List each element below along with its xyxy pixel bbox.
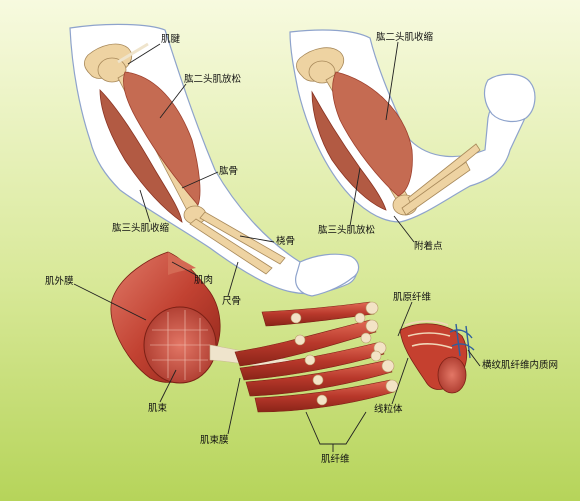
leader-fiber <box>305 411 367 452</box>
leader-perimysium <box>227 377 241 435</box>
label-humerus: 肱骨 <box>219 166 239 177</box>
muscle-tip <box>168 252 196 275</box>
label-mitochondria: 线粒体 <box>374 404 403 415</box>
leader-insertion <box>393 215 415 243</box>
label-insertion: 附着点 <box>414 241 443 252</box>
leader-myofibril <box>397 301 413 337</box>
leader-biceps-relaxed <box>159 83 187 119</box>
label-triceps-contracted: 肱三头肌收缩 <box>112 223 170 234</box>
label-fiber: 肌纤维 <box>321 454 350 465</box>
leader-muscle <box>171 261 197 276</box>
right-arm-illustration <box>289 29 536 223</box>
label-tendon: 肌腱 <box>161 34 181 45</box>
left-arm-illustration <box>69 23 360 297</box>
label-myofibril: 肌原纤维 <box>393 292 432 303</box>
left-tendon <box>117 42 149 64</box>
label-epimysium: 肌外膜 <box>45 276 74 287</box>
right-ulna <box>401 161 471 216</box>
left-radius <box>199 211 286 265</box>
right-shoulder-joint <box>308 60 336 84</box>
label-biceps-contracted: 肱二头肌收缩 <box>376 32 434 43</box>
leader-triceps-contracted <box>139 189 151 223</box>
label-biceps-relaxed: 肱二头肌放松 <box>184 74 242 85</box>
myofibril-strands <box>404 320 453 349</box>
leader-reticulum <box>467 349 481 367</box>
label-triceps-relaxed: 肱三头肌放松 <box>318 225 376 236</box>
label-perimysium: 肌束膜 <box>200 435 229 446</box>
fiber-cut-ends <box>290 301 399 406</box>
leader-humerus <box>181 171 219 189</box>
label-radius: 桡骨 <box>276 236 296 247</box>
left-ulna <box>189 218 273 275</box>
leader-mitochondria <box>391 357 409 405</box>
right-triceps <box>311 90 387 211</box>
left-shoulder-joint <box>97 57 127 83</box>
leader-triceps-relaxed <box>349 167 361 227</box>
fascicle-cross-section-pattern <box>150 310 210 380</box>
label-muscle: 肌肉 <box>194 275 214 286</box>
right-hand <box>483 73 536 123</box>
sarcoplasmic-reticulum-net <box>449 323 475 359</box>
left-triceps <box>99 89 183 223</box>
leader-radius <box>239 235 275 243</box>
label-fascicle: 肌束 <box>148 403 168 414</box>
label-sarcoplasmic-reticulum: 横纹肌纤维内质网 <box>482 360 559 371</box>
leader-biceps-contracted <box>385 41 399 121</box>
left-biceps <box>123 71 201 206</box>
fiber-end-cap <box>437 356 467 394</box>
leader-ulna <box>227 261 239 297</box>
left-hand <box>295 253 360 297</box>
fascicle-1 <box>234 319 377 367</box>
leader-epimysium <box>73 283 147 321</box>
leader-fascicle <box>159 369 177 403</box>
leader-tendon <box>127 43 161 65</box>
label-ulna: 尺骨 <box>222 296 242 307</box>
fascicle-5 <box>261 301 375 327</box>
muscle-structure-illustration <box>110 251 475 413</box>
leader-lines <box>73 41 481 452</box>
